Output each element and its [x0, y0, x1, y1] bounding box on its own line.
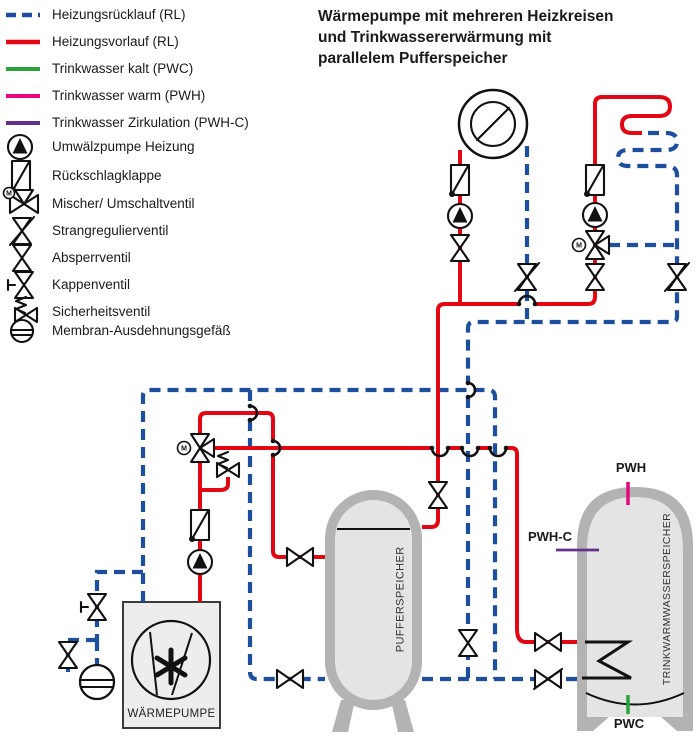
regulating-valve-icon — [8, 215, 36, 247]
legend-item-sicherheitsventil: Sicherheitsventil — [52, 304, 151, 319]
crossing-hop — [488, 447, 508, 458]
check-valve-icon — [582, 163, 606, 199]
buffer-tank-label: PUFFERSPEICHER — [394, 546, 407, 653]
components: M M — [57, 163, 691, 701]
dhw-tank-label: TRINKWARMWASSERSPEICHER — [660, 512, 673, 686]
shutoff-valve-icon — [457, 628, 479, 658]
buffer-charge-pipe — [198, 411, 325, 559]
buffer-return-pipe — [247, 390, 325, 682]
pwh-label: PWH — [615, 460, 647, 475]
dhw-tank-foot — [577, 717, 609, 731]
legend-item-trinkwasser-warm: Trinkwasser warm (PWH) — [52, 88, 206, 103]
dhw-tank-body — [587, 497, 683, 717]
cap-valve-icon — [79, 592, 108, 622]
svg-text:M: M — [576, 243, 582, 250]
legend-item-kappenventil: Kappenventil — [52, 277, 131, 292]
shutoff-valve-icon — [275, 668, 305, 690]
pump-icon — [186, 548, 214, 576]
legend-item-zirkulation: Trinkwasser Zirkulation (PWH-C) — [52, 115, 249, 130]
shutoff-valve-icon — [11, 243, 33, 273]
pwc-label: PWC — [613, 716, 645, 731]
legend-item-strangregulierventil: Strangregulierventil — [52, 223, 169, 238]
svg-text:M: M — [181, 446, 187, 453]
title-line-2: und Trinkwassererwärmung mit — [318, 29, 552, 46]
shutoff-valve-icon — [449, 233, 471, 263]
mixing-valve-icon: M — [571, 229, 611, 261]
legend-item-umwaelzpumpe: Umwälzpumpe Heizung — [52, 139, 195, 154]
crossing-hop — [460, 447, 480, 458]
cap-valve-icon — [6, 270, 35, 300]
regulating-valve-icon — [663, 261, 691, 293]
heat-pump-unit — [122, 601, 221, 729]
mixing-valve-icon: M — [2, 186, 40, 215]
legend-line-samples — [6, 12, 40, 125]
legend-item-mischer: Mischer/ Umschaltventil — [52, 196, 195, 211]
dhw-tank-foot — [661, 717, 693, 731]
buffer-tank — [325, 490, 422, 732]
legend-item-absperrventil: Absperrventil — [52, 250, 131, 265]
shutoff-valve-icon — [285, 546, 315, 568]
diagram-title: Wärmepumpe mit mehreren Heizkreisen und … — [318, 6, 690, 69]
safety-valve-icon — [13, 295, 39, 324]
check-valve-icon — [187, 508, 211, 544]
heat-pump-label: WÄRMEPUMPE — [127, 708, 216, 720]
pump-icon — [6, 133, 34, 161]
legend-item-heizungsruecklauf: Heizungsrücklauf (RL) — [52, 7, 186, 22]
shutoff-valve-icon — [584, 262, 606, 292]
compressor-circle — [130, 619, 212, 701]
radiator-circuit-icon — [457, 88, 529, 160]
regulating-valve-icon — [532, 667, 564, 691]
legend-icons: M — [2, 133, 40, 344]
shutoff-valve-icon — [533, 631, 563, 653]
legend-item-heizungsvorlauf: Heizungsvorlauf (RL) — [52, 34, 179, 49]
pump-icon — [581, 201, 609, 229]
dhw-charge-pipe — [214, 446, 577, 644]
safety-valve-icon — [215, 450, 241, 479]
dhw-heat-exchanger-coil — [582, 640, 634, 680]
dhw-tank-dished-bottom — [585, 692, 685, 706]
expansion-vessel-icon — [78, 663, 116, 701]
shutoff-valve-icon — [57, 640, 79, 670]
legend-item-rueckschlagklappe: Rückschlagklappe — [52, 168, 162, 183]
title-line-1: Wärmepumpe mit mehreren Heizkreisen — [318, 8, 614, 25]
crossing-hop — [517, 294, 537, 305]
legend-item-membran: Membran-Ausdehnungsgefäß — [52, 323, 231, 338]
svg-text:M: M — [6, 191, 12, 198]
crossing-hop — [467, 381, 477, 399]
expansion-vessel-icon — [9, 318, 35, 344]
pump-icon — [446, 202, 474, 230]
supply-piping — [198, 95, 673, 644]
regulating-valve-icon — [513, 261, 541, 293]
pwhc-label: PWH-C — [527, 529, 572, 544]
check-valve-icon — [447, 163, 471, 199]
buffer-tank-body — [335, 500, 412, 700]
mixing-valve-icon: M — [176, 432, 216, 464]
title-line-3: parallelem Pufferspeicher — [318, 50, 508, 67]
shutoff-valve-icon — [427, 480, 449, 510]
heat-pump-return-pipe — [140, 387, 498, 679]
dhw-tank — [577, 487, 693, 731]
compressor-chords — [149, 631, 193, 696]
supply-header-and-circuit2-pipe — [422, 95, 673, 529]
compressor-asterisk-icon — [154, 647, 188, 686]
buffer-tank-leg — [332, 700, 355, 732]
crossing-hop — [430, 447, 450, 458]
legend-item-trinkwasser-kalt: Trinkwasser kalt (PWC) — [52, 61, 194, 76]
pipe-crossings — [247, 294, 538, 458]
buffer-tank-leg — [391, 700, 414, 732]
